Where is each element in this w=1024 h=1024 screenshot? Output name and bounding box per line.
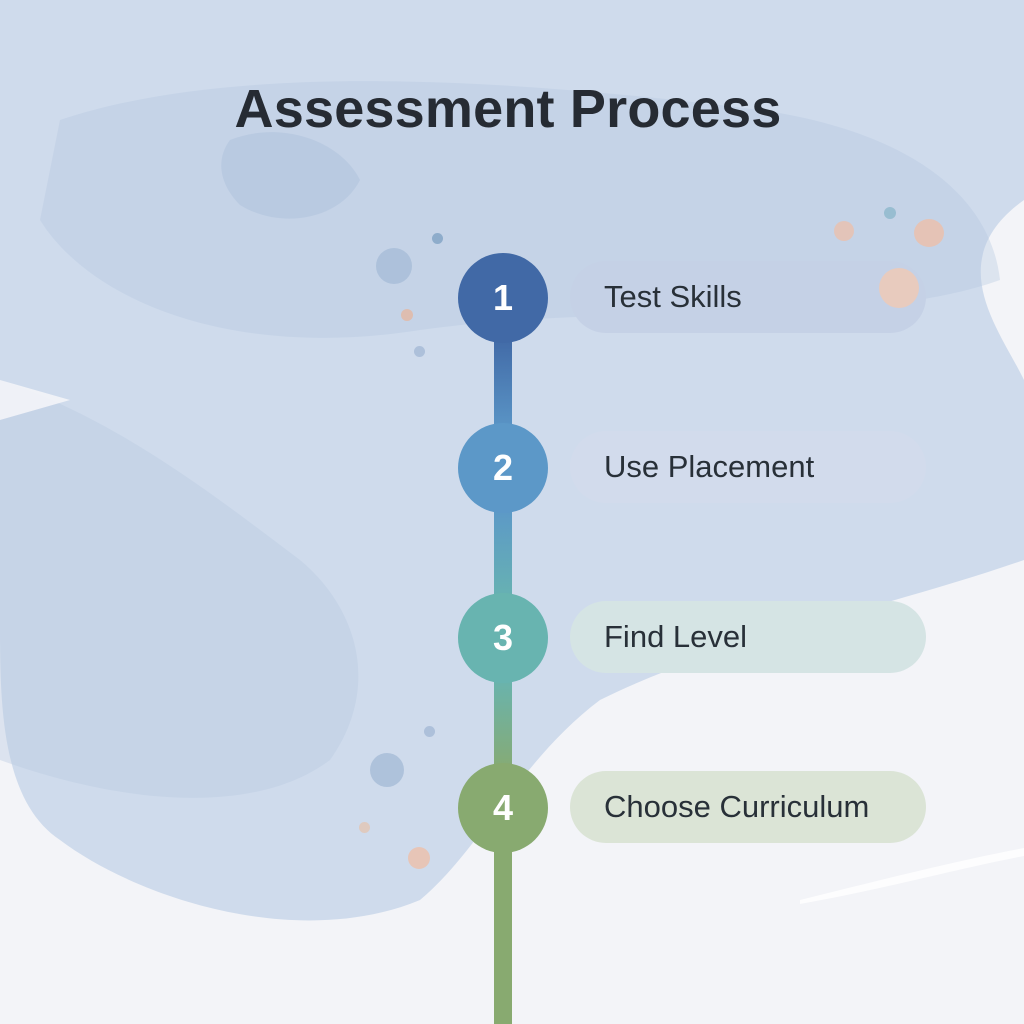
- decorative-dot: [370, 753, 404, 787]
- decorative-dot: [879, 268, 919, 308]
- step-3-pill: Find Level: [570, 601, 926, 673]
- decorative-dot: [414, 346, 425, 357]
- decorative-dot: [408, 847, 430, 869]
- decorative-dot: [834, 221, 854, 241]
- step-2-circle: 2: [458, 423, 548, 513]
- step-1-label: Test Skills: [604, 279, 742, 314]
- page-title: Assessment Process: [234, 79, 782, 139]
- decorative-dot: [914, 219, 944, 247]
- connector-3-4: [494, 676, 512, 776]
- decorative-dot: [432, 233, 443, 244]
- step-2-number: 2: [492, 447, 514, 488]
- step-1-pill: Test Skills: [570, 261, 926, 333]
- step-4-label: Choose Curriculum: [604, 789, 870, 824]
- decorative-dot: [359, 822, 370, 833]
- connector-1-2: [494, 336, 512, 436]
- step-2-label: Use Placement: [604, 449, 815, 484]
- connector-tail: [494, 846, 512, 1024]
- step-3-number: 3: [492, 617, 514, 658]
- step-3-circle: 3: [458, 593, 548, 683]
- connector-2-3: [494, 506, 512, 606]
- step-4-circle: 4: [458, 763, 548, 853]
- decorative-dot: [424, 726, 435, 737]
- step-3-label: Find Level: [604, 619, 748, 654]
- step-1-number: 1: [492, 277, 514, 318]
- step-4-pill: Choose Curriculum: [570, 771, 926, 843]
- step-4-number: 4: [492, 787, 514, 828]
- decorative-dot: [401, 309, 413, 321]
- step-2-pill: Use Placement: [570, 431, 926, 503]
- decorative-dot: [376, 248, 412, 284]
- step-1-circle: 1: [458, 253, 548, 343]
- decorative-dot: [884, 207, 896, 219]
